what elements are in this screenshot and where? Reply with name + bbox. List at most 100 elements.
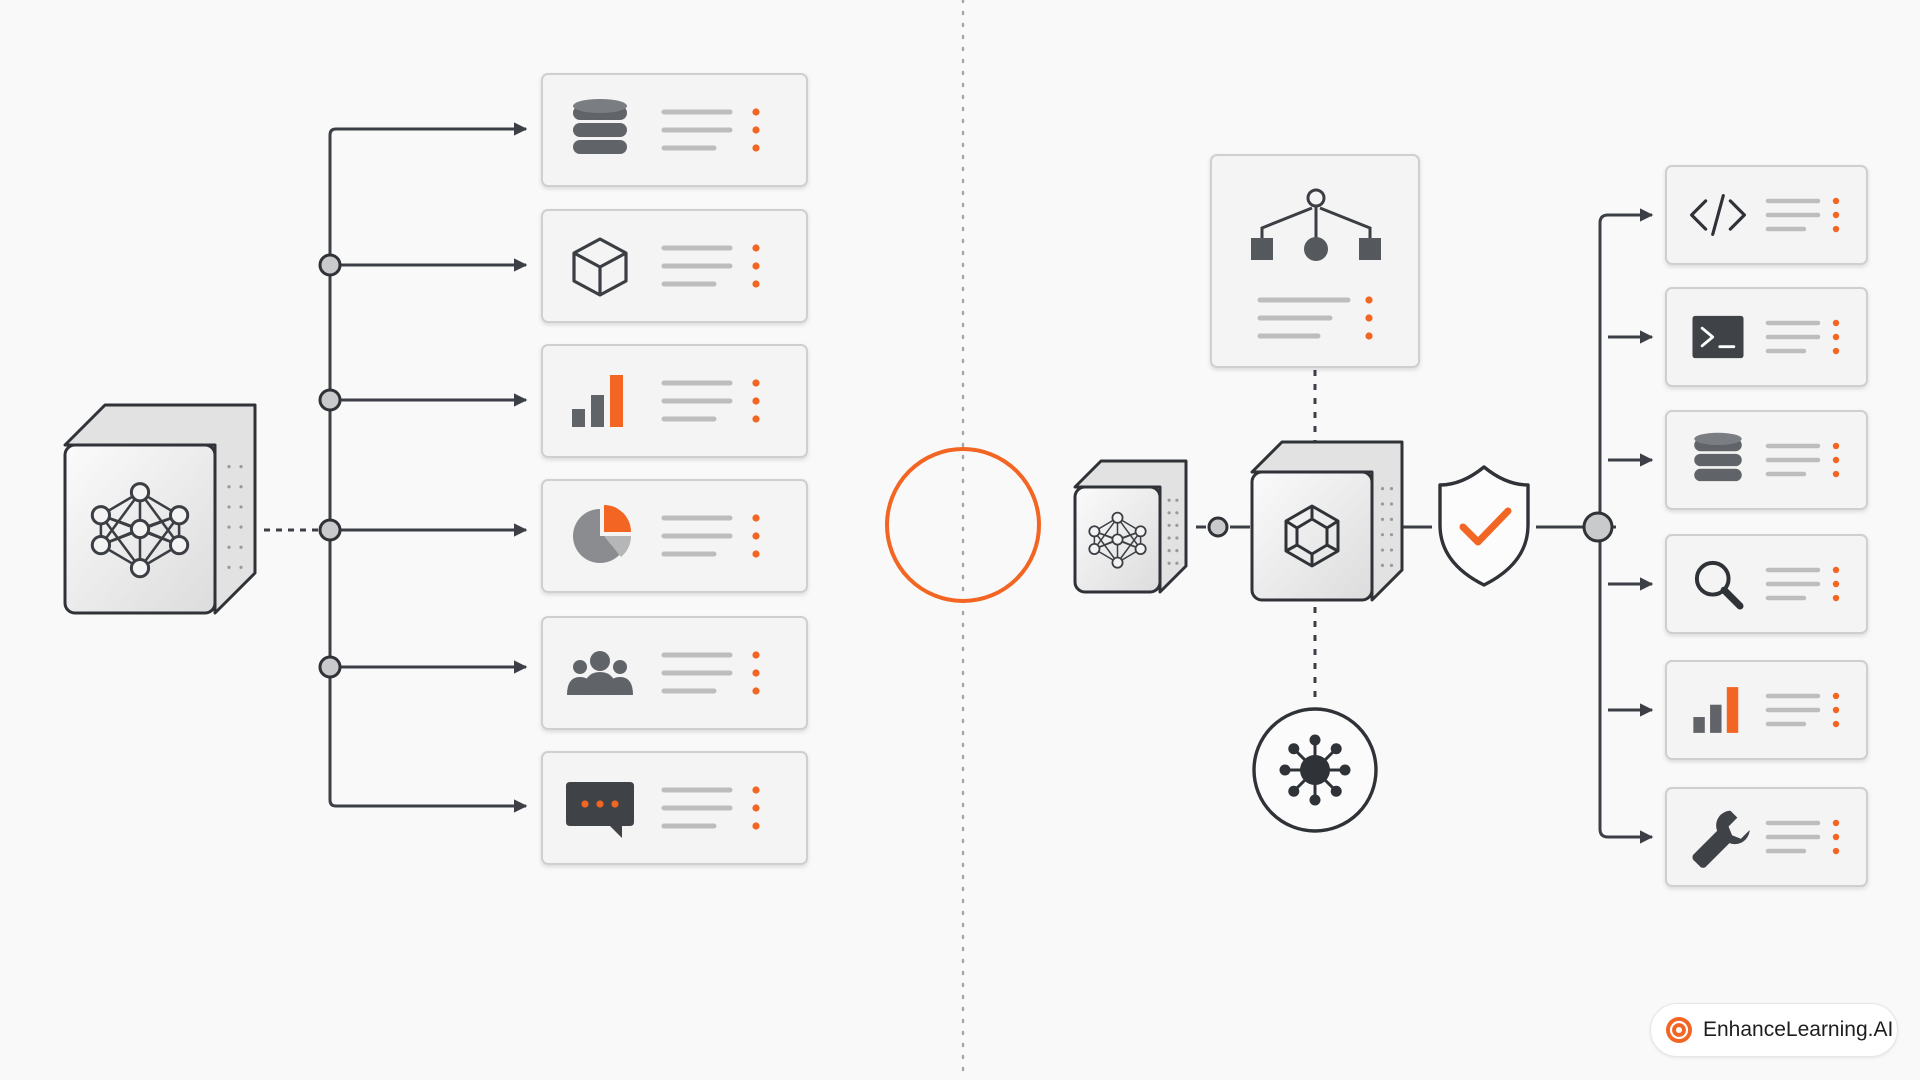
menu-dot bbox=[752, 550, 760, 558]
target-logo-icon bbox=[1666, 1017, 1692, 1043]
menu-dot bbox=[752, 651, 760, 659]
menu-dot bbox=[1832, 580, 1840, 588]
hub-icon bbox=[1279, 734, 1351, 806]
input-block[interactable] bbox=[1073, 459, 1188, 594]
terminal-icon bbox=[1692, 315, 1744, 359]
vent-dot bbox=[1380, 487, 1385, 491]
vent-dot bbox=[1389, 563, 1394, 568]
vent-dot bbox=[1175, 498, 1179, 502]
code-icon bbox=[1690, 194, 1746, 236]
vent-dot bbox=[1167, 536, 1171, 540]
menu-dot bbox=[1832, 692, 1840, 700]
output-card-4[interactable] bbox=[541, 479, 808, 593]
vent-dot bbox=[1167, 498, 1171, 502]
menu-dot bbox=[1832, 225, 1840, 233]
vent-dot bbox=[1175, 523, 1179, 528]
vent-dot bbox=[239, 465, 243, 469]
menu-dot bbox=[752, 397, 760, 405]
menu-dot bbox=[752, 514, 760, 522]
hub-node[interactable] bbox=[1252, 707, 1378, 833]
menu-dot bbox=[1365, 296, 1373, 304]
output-card-1[interactable] bbox=[541, 73, 808, 187]
vent-dot bbox=[1167, 511, 1171, 515]
brand-badge[interactable]: EnhanceLearning.AI bbox=[1650, 1003, 1898, 1057]
bar-chart-icon bbox=[1693, 687, 1739, 733]
vent-dot bbox=[239, 565, 243, 570]
vent-dot bbox=[239, 545, 243, 549]
output-card-6[interactable] bbox=[541, 751, 808, 865]
junction-node bbox=[318, 253, 342, 277]
menu-dot bbox=[1832, 470, 1840, 478]
hierarchy-card-bg bbox=[1210, 154, 1420, 368]
junction-node bbox=[318, 388, 342, 412]
junction-node bbox=[318, 655, 342, 679]
vent-dot bbox=[1380, 548, 1385, 552]
junction-node bbox=[1582, 511, 1614, 543]
tool-card-6[interactable] bbox=[1665, 787, 1868, 887]
vent-dot bbox=[1175, 536, 1179, 540]
model-source-block-side bbox=[63, 403, 257, 615]
vent-dot bbox=[1175, 549, 1179, 553]
vent-dot bbox=[227, 505, 231, 509]
center-empty-circle[interactable] bbox=[885, 447, 1041, 603]
vent-dot bbox=[1389, 517, 1394, 521]
vent-dot bbox=[1389, 487, 1394, 491]
database-icon bbox=[1694, 432, 1742, 482]
output-card-5[interactable] bbox=[541, 616, 808, 730]
neural-network-icon bbox=[90, 482, 190, 579]
junction-node bbox=[1207, 516, 1229, 538]
menu-dot bbox=[1832, 442, 1840, 450]
menu-dot bbox=[1832, 456, 1840, 464]
menu-dot bbox=[1832, 706, 1840, 714]
corner bbox=[1598, 213, 1609, 224]
vent-dot bbox=[1380, 533, 1385, 537]
vent-dot bbox=[1175, 561, 1179, 565]
vent-dot bbox=[1389, 533, 1394, 537]
vent-dot bbox=[239, 485, 243, 489]
core-model-block[interactable] bbox=[1250, 440, 1404, 602]
vent-dot bbox=[1167, 549, 1171, 553]
vent-dot bbox=[227, 525, 231, 529]
menu-dot bbox=[752, 262, 760, 270]
menu-dot bbox=[752, 108, 760, 116]
menu-dot bbox=[752, 280, 760, 288]
menu-dot bbox=[1832, 833, 1840, 841]
vent-dot bbox=[227, 565, 231, 570]
menu-dot bbox=[752, 669, 760, 677]
vent-dot bbox=[239, 505, 243, 509]
junction-node bbox=[318, 518, 342, 542]
input-block-side bbox=[1073, 459, 1188, 594]
tool-card-5[interactable] bbox=[1665, 660, 1868, 760]
tool-card-1[interactable] bbox=[1665, 165, 1868, 265]
chat-bubble-icon bbox=[566, 782, 634, 838]
vent-dot bbox=[227, 485, 231, 489]
menu-dot bbox=[752, 244, 760, 252]
users-icon bbox=[567, 651, 633, 695]
corner bbox=[328, 127, 337, 136]
tool-card-3[interactable] bbox=[1665, 410, 1868, 510]
tool-card-2[interactable] bbox=[1665, 287, 1868, 387]
vent-dot bbox=[1389, 502, 1394, 506]
menu-dot bbox=[1365, 314, 1373, 322]
menu-dot bbox=[752, 379, 760, 387]
bar-chart-icon bbox=[572, 375, 623, 427]
tool-card-4[interactable] bbox=[1665, 534, 1868, 634]
wrench-icon bbox=[1692, 810, 1750, 868]
hierarchy-card[interactable] bbox=[1210, 154, 1420, 368]
menu-dot bbox=[1832, 333, 1840, 341]
brand-label: EnhanceLearning.AI bbox=[1703, 1018, 1894, 1041]
neural-network-icon bbox=[1088, 511, 1147, 569]
pie-chart-icon bbox=[573, 505, 631, 563]
menu-dot bbox=[752, 786, 760, 794]
menu-dot bbox=[1832, 197, 1840, 205]
output-card-2[interactable] bbox=[541, 209, 808, 323]
output-card-3[interactable] bbox=[541, 344, 808, 458]
menu-dot bbox=[1832, 211, 1840, 219]
vent-dot bbox=[1380, 502, 1385, 506]
shield-check-icon bbox=[1438, 465, 1530, 587]
menu-dot bbox=[1832, 319, 1840, 327]
menu-dot bbox=[752, 415, 760, 423]
model-source-block[interactable] bbox=[63, 403, 257, 615]
